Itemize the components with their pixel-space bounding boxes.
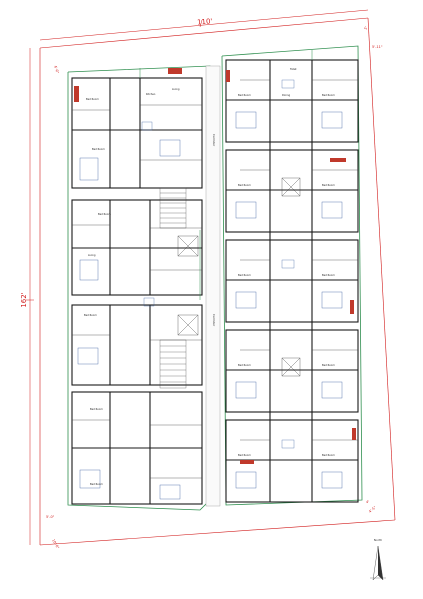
dim-corner-bottom-left-2: 10'-6": [51, 539, 60, 550]
room-label: Bed Room: [238, 183, 251, 187]
green-trim: [139, 50, 313, 300]
room-label: Kitchen: [146, 92, 156, 96]
interior-partitions: [72, 79, 358, 479]
lift-shafts: [177, 177, 301, 377]
room-label: Toilet: [290, 67, 297, 71]
room-label: Bed Room: [86, 97, 99, 101]
north-compass: North: [370, 538, 386, 581]
room-label: Bed Room: [84, 313, 97, 317]
room-label: Bed Room: [322, 273, 335, 277]
room-label: Bed Room: [322, 453, 335, 457]
furniture-dining: [141, 79, 295, 449]
room-label: Bed Room: [98, 212, 111, 216]
room-label: Dining: [282, 93, 290, 97]
room-label: Bed Room: [322, 93, 335, 97]
room-label: Bed Room: [90, 407, 103, 411]
dim-corner-bottom-left: 5'-0": [46, 515, 55, 519]
corridor-label-2: Corridor: [212, 314, 216, 327]
room-label: Bed Room: [322, 363, 335, 367]
dim-corner-top-left: 4'-0": [53, 65, 60, 75]
room-label: Bed Room: [238, 273, 251, 277]
dim-left: 162': [20, 292, 28, 307]
dimension-lines: [26, 9, 369, 545]
room-label: Living: [172, 87, 180, 91]
setback-boundary: [67, 45, 363, 511]
room-label: Bed Room: [322, 183, 335, 187]
accent-fixtures: [74, 68, 356, 464]
dim-corner-bottom-right-2: 4'-5": [368, 505, 377, 514]
corridor-label: Corridor: [212, 134, 216, 147]
furniture-beds: [77, 111, 343, 500]
room-label: Living: [88, 253, 96, 257]
left-block-walls: [71, 77, 203, 505]
plot-boundary: [39, 17, 396, 546]
dim-corner-right: 5'-11": [372, 45, 383, 49]
room-label: Bed Room: [238, 453, 251, 457]
room-label: Bed Room: [92, 147, 105, 151]
dim-top: 110': [197, 17, 213, 26]
room-label: Bed Room: [238, 363, 251, 367]
central-corridor: [205, 65, 221, 507]
dim-corner-bottom-right: 4': [366, 500, 369, 504]
north-label: North: [374, 538, 382, 542]
staircase: [159, 187, 187, 389]
dim-corner-top-right: 5': [363, 26, 368, 31]
room-labels: Bed Room Bed Room Kitchen Living Bed Roo…: [84, 67, 335, 486]
room-label: Bed Room: [90, 482, 103, 486]
right-block-walls: [225, 59, 359, 503]
room-label: Bed Room: [238, 93, 251, 97]
